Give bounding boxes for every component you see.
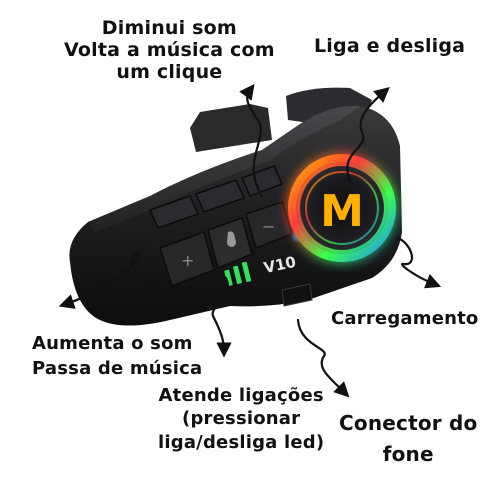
volume-down-label: Diminui som Volta a música com um clique bbox=[64, 17, 275, 84]
plus-symbol: + bbox=[181, 251, 194, 270]
arrow-volume-up bbox=[58, 252, 184, 309]
arrow-call bbox=[211, 276, 232, 358]
connector-line-2: fone bbox=[382, 442, 434, 466]
volume-up-line-2: Passa de música bbox=[32, 357, 203, 379]
call-label: Atende ligações (pressionar liga/desliga… bbox=[158, 384, 324, 454]
volume-up-label: Aumenta o som Passa de música bbox=[32, 333, 203, 383]
volume-up-line-1: Aumenta o som bbox=[32, 333, 193, 354]
call-line-3: liga/desliga led) bbox=[158, 431, 325, 453]
arrow-volume-down bbox=[239, 83, 264, 198]
charging-port bbox=[281, 283, 313, 307]
volume-down-line-2: Volta a música com bbox=[64, 38, 275, 61]
headphone-connector-label: Conector do fone bbox=[339, 408, 477, 470]
power-label: Liga e desliga bbox=[314, 35, 466, 57]
button-strip bbox=[148, 165, 284, 229]
arrow-power bbox=[346, 86, 390, 184]
brand-logo: M bbox=[320, 186, 364, 237]
plus-button: + bbox=[159, 231, 215, 287]
minus-symbol: − bbox=[262, 217, 275, 236]
microphone-icon bbox=[227, 231, 236, 247]
arrow-charging bbox=[396, 236, 442, 289]
volume-down-line-1: Diminui som bbox=[101, 17, 237, 39]
arrow-connector bbox=[296, 318, 350, 398]
mount-clip bbox=[190, 104, 272, 152]
charging-label: Carregamento bbox=[331, 308, 479, 329]
call-line-1: Atende ligações bbox=[158, 385, 324, 406]
volume-down-line-3: um clique bbox=[116, 60, 223, 83]
power-ring: M bbox=[288, 154, 396, 262]
call-line-2: (pressionar bbox=[182, 408, 301, 430]
led-indicator-bars bbox=[224, 261, 252, 287]
annotation-arrows bbox=[58, 83, 442, 398]
minus-button: − bbox=[245, 201, 293, 249]
connector-line-1: Conector do bbox=[339, 411, 478, 435]
call-button bbox=[207, 217, 253, 270]
